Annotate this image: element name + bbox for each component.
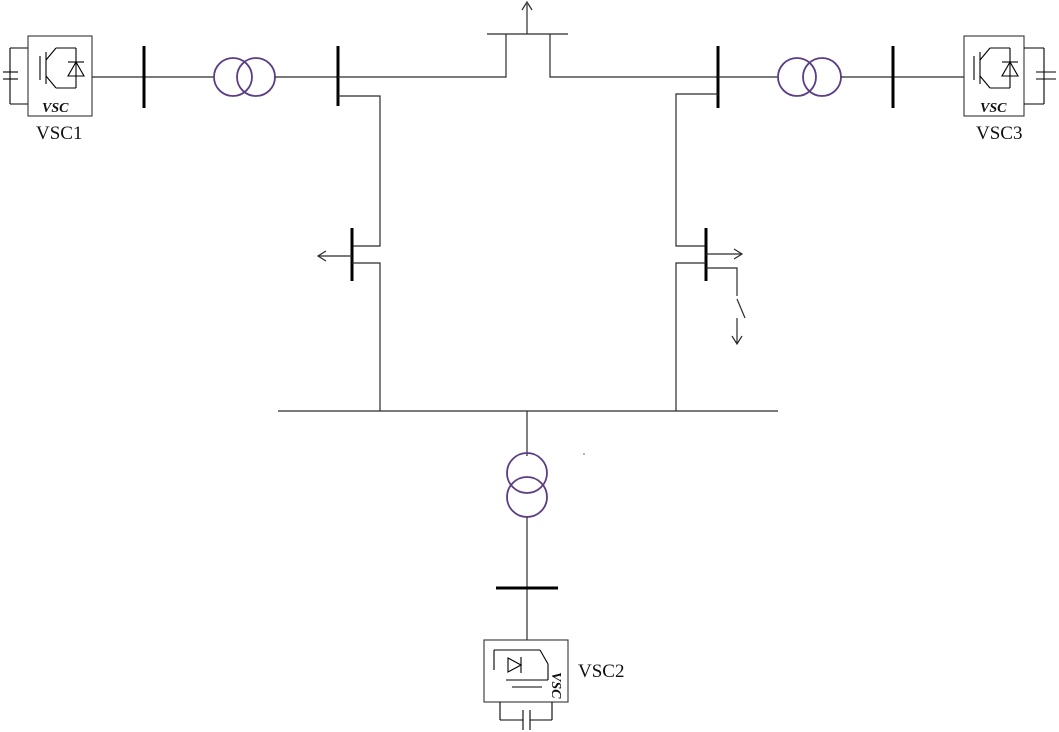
capacitor-icon <box>1024 47 1056 105</box>
vsc1-converter: VSC VSC1 <box>3 35 93 144</box>
load-arrow-icon <box>733 248 744 260</box>
vsc3-label: VSC3 <box>976 123 1022 144</box>
vsc2-label: VSC2 <box>578 661 624 682</box>
transformer-icon <box>213 57 276 97</box>
switch-icon <box>736 298 746 319</box>
transformer-icon <box>506 452 548 518</box>
transformer-icon <box>777 57 842 97</box>
igbt-diode-icon <box>493 649 549 688</box>
vsc1-inner-label: VSC <box>42 101 69 116</box>
vsc1-label: VSC1 <box>36 123 82 144</box>
load-arrow-icon <box>521 0 533 11</box>
load-arrow-icon <box>316 250 327 262</box>
vsc2-inner-label: VSC <box>548 672 563 699</box>
capacitor-icon <box>499 702 553 730</box>
vsc3-converter: VSC VSC3 <box>963 35 1056 144</box>
vsc3-inner-label: VSC <box>980 101 1007 116</box>
vsc2-converter: VSC VSC2 <box>483 639 624 730</box>
igbt-diode-icon <box>973 47 1019 89</box>
capacitor-icon <box>3 47 28 105</box>
igbt-diode-icon <box>39 47 85 89</box>
load-arrow-icon <box>731 335 743 346</box>
